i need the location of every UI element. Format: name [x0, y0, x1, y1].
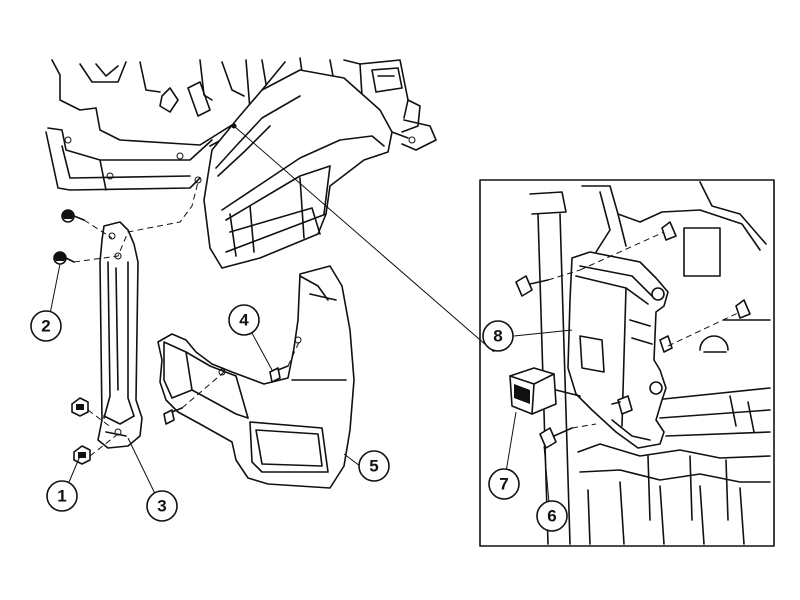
- detail-inset: [479, 179, 775, 547]
- callout-7: 7: [488, 468, 520, 500]
- inset-anchor-dot: [231, 123, 237, 129]
- callout-2: 2: [30, 310, 62, 342]
- bolt-icon-2a: [61, 209, 85, 223]
- pin-icon-inset-b: [735, 299, 751, 319]
- pin-icon-inset-c: [659, 335, 673, 353]
- callout-1: 1: [46, 480, 78, 512]
- mounting-bracket-3: [97, 221, 143, 449]
- pin-icon-inset-a: [661, 221, 677, 241]
- nut-icon-1b: [73, 445, 91, 465]
- inset-leader-line: [233, 125, 495, 353]
- callout-3: 3: [146, 490, 178, 522]
- alignment-lines: [73, 181, 301, 457]
- pin-icon-4: [269, 365, 289, 383]
- heater-housing: [203, 69, 393, 269]
- callout-label: 2: [41, 317, 50, 336]
- connector-7: [509, 367, 581, 415]
- callout-6: 6: [536, 500, 568, 532]
- callout-label: 5: [369, 457, 378, 476]
- pin-icon-duct: [163, 407, 183, 425]
- bolt-icon-inset-a: [515, 275, 549, 297]
- callout-label: 7: [499, 475, 508, 494]
- bolt-icon-inset-b: [611, 395, 633, 415]
- bolt-icon-2b: [53, 251, 75, 265]
- air-duct-5: [157, 265, 355, 489]
- callout-5: 5: [358, 450, 390, 482]
- callout-label: 3: [157, 497, 166, 516]
- inset-background-structure: [529, 181, 771, 545]
- callout-4: 4: [228, 304, 260, 336]
- callout-label: 6: [547, 507, 556, 526]
- callout-label: 8: [493, 327, 502, 346]
- nut-icon-1a: [71, 397, 89, 417]
- callout-label: 1: [57, 487, 66, 506]
- callout-label: 4: [239, 311, 249, 330]
- callout-8: 8: [482, 320, 514, 352]
- bolt-icon-6: [539, 427, 573, 449]
